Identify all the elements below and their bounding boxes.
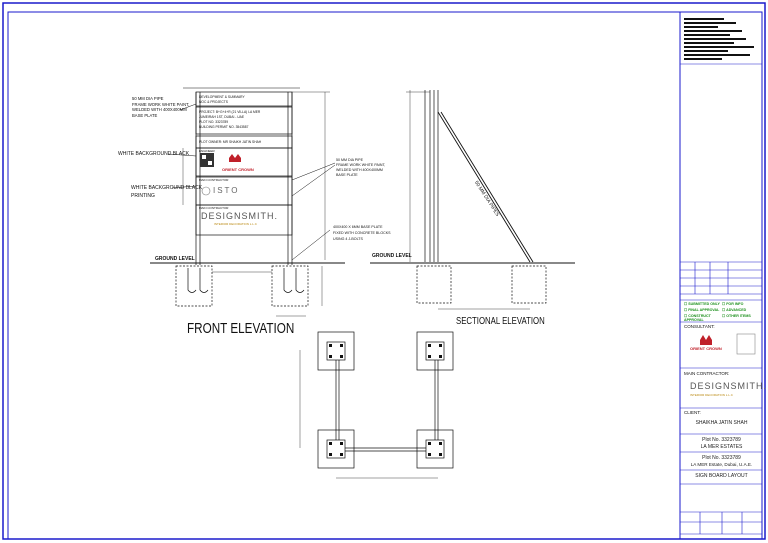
- ground-level-front: GROUND LEVEL: [155, 256, 195, 262]
- isto-logo-icon: [201, 186, 211, 196]
- crown-logo-icon: [229, 154, 241, 162]
- callout-white-bg-printing: WHITE BACKGROUND BLACK PRINTING: [131, 184, 202, 200]
- status-item[interactable]: ☐ FINAL APPROVAL: [684, 308, 720, 312]
- status-label: CONSTRUCT APPROVAL: [684, 314, 711, 322]
- ground-level-section: GROUND LEVEL: [372, 253, 412, 259]
- board-panel-6-label: MAIN CONTRACTOR: [199, 206, 229, 210]
- consultant-label: CONSULTANT:: [684, 324, 715, 329]
- board-panel-2: PROJECT: B+G+4+R (21 VILLA) LA MER JUMEI…: [199, 110, 260, 130]
- board-line: JUMEIRAH 1ST, DUBAI - UAE: [199, 115, 245, 119]
- notes-block: [684, 18, 754, 60]
- client-name: SHAIKHA JATIN SHAH: [695, 420, 748, 426]
- board-line: DEVELOPMENT & SUMMARY: [199, 95, 245, 99]
- client-label: CLIENT:: [684, 410, 701, 415]
- board-panel-6-brand: DESIGNSMITH.: [201, 211, 279, 221]
- plan-bolts: [329, 344, 442, 456]
- callout-line: WHITE BACKGROUND BLACK: [131, 185, 203, 191]
- board-panel-4-brand: ORIENT CROWN: [222, 167, 254, 172]
- callout-line: WELDED WITH 400X400MM: [132, 107, 187, 112]
- callout-anchor: 400X400 X 6MM BASE PLATE FIXED WITH CONC…: [333, 224, 391, 242]
- callout-line: 50 MM DIA PIPE: [132, 96, 164, 101]
- consultant-crown-icon: [700, 335, 712, 345]
- consultant-stamp-icon: [736, 333, 756, 355]
- callout-line: BASE PLATE: [336, 173, 358, 177]
- callout-line: PRINTING: [131, 193, 155, 199]
- board-panel-5-brand: ISTO: [213, 186, 240, 195]
- main-contractor-brand: DESIGNSMITH.: [690, 381, 768, 391]
- board-panel-1: DEVELOPMENT & SUMMARY NOC & PROJECTS: [199, 95, 245, 104]
- front-elevation: [150, 87, 345, 317]
- front-elevation-title: FRONT ELEVATION: [187, 320, 295, 337]
- status-item[interactable]: ☐ ADVANCED: [722, 308, 747, 312]
- callout-line: FRAME WORK WHITE PAINT,: [336, 163, 386, 167]
- status-checklist: ☐ SUBMITTED ONLY ☐ FOR INFO ☐ FINAL APPR…: [684, 302, 760, 322]
- status-item[interactable]: ☐ OTHER ITEMS: [722, 314, 751, 318]
- callout-line: WELDED WITH 400X400MM: [336, 168, 383, 172]
- callout-line: USING 4 J-BOLTS: [333, 237, 363, 241]
- status-label: FINAL APPROVAL: [688, 308, 720, 312]
- status-label: OTHER ITEMS: [726, 314, 751, 318]
- consultant-brand: ORIENT CROWN: [690, 346, 722, 351]
- board-panel-4-label: ENGINEER: [199, 149, 215, 153]
- callout-line: FIXED WITH CONCRETE BLOCKS: [333, 231, 391, 235]
- location-line-2: LA MER Estate, Dubai, U.A.E.: [690, 462, 753, 467]
- status-label: ADVANCED: [726, 308, 747, 312]
- title-block-lines: [680, 63, 762, 535]
- board-panel-6-sub: INTERIOR DECORATION L.L.C: [214, 222, 257, 226]
- callout-line: 50 MM DIA PIPE: [336, 158, 363, 162]
- callout-leaders: [167, 103, 336, 261]
- status-item[interactable]: ☐ SUBMITTED ONLY: [684, 302, 720, 306]
- board-panel-5-label: MAIN CONTRACTOR: [199, 178, 229, 182]
- status-label: SUBMITTED ONLY: [688, 302, 720, 306]
- sectional-elevation: [370, 90, 575, 310]
- status-item[interactable]: ☐ FOR INFO: [722, 302, 744, 306]
- sheet-title: SIGN BOARD LAYOUT: [695, 473, 748, 479]
- callout-white-bg: WHITE BACKGROUND BLACK: [118, 151, 190, 157]
- callout-pipe-frame: 50 MM DIA PIPE FRAME WORK WHITE PAINT, W…: [132, 96, 189, 118]
- callout-line: 400X400 X 6MM BASE PLATE: [333, 225, 383, 229]
- board-line: PROJECT: B+G+4+R (21 VILLA) LA MER: [199, 110, 261, 114]
- board-graphics: [200, 153, 241, 196]
- status-label: FOR INFO: [726, 302, 744, 306]
- board-line: PLOT NO. 3323789: [199, 120, 229, 124]
- sheet-border-inner: [7, 11, 763, 540]
- project-line-2: LA MER ESTATES: [700, 444, 743, 450]
- location-line-1: Plot No. 3323789: [702, 455, 741, 461]
- status-item[interactable]: ☐ CONSTRUCT APPROVAL: [684, 314, 711, 322]
- sectional-elevation-title: SECTIONAL ELEVATION: [456, 316, 545, 327]
- main-contractor-label: MAIN CONTRACTOR:: [684, 371, 730, 376]
- board-line: BUILDING PERMIT NO. 3543587: [199, 125, 249, 129]
- board-line: NOC & PROJECTS: [199, 99, 228, 104]
- callout-line: FRAME WORK WHITE PAINT,: [132, 101, 190, 107]
- callout-right-pipe: 50 MM DIA PIPE FRAME WORK WHITE PAINT, W…: [336, 158, 385, 178]
- board-panel-3: PLOT OWNER: MR SHAIKH JATIN SHAH: [199, 140, 262, 144]
- project-line-1: Plot No. 3323789: [702, 437, 741, 443]
- foundation-plan: [299, 331, 454, 479]
- callout-line: BASE PLATE: [132, 112, 158, 118]
- main-contractor-sub: INTERIOR DECORATION L.L.C: [690, 393, 733, 397]
